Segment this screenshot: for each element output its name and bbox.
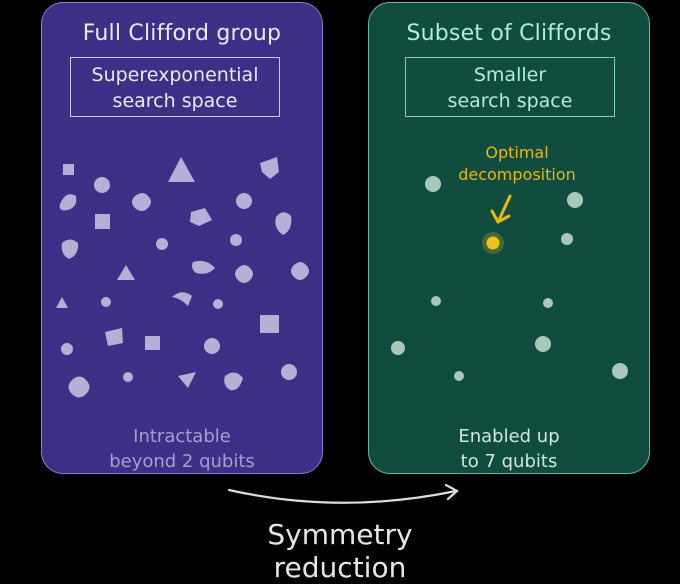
- triangle-shape: [56, 297, 68, 308]
- blob-shape: [61, 239, 79, 259]
- blob-shape: [260, 157, 279, 179]
- full-clifford-panel: Full Clifford group Superexponential sea…: [41, 2, 323, 474]
- footer-line-2: to 7 qubits: [460, 451, 558, 472]
- dot: [454, 371, 464, 381]
- circle-shape: [204, 338, 220, 354]
- clifford-element-shapes: [56, 157, 309, 398]
- circle-shape: [101, 297, 111, 307]
- search-space-box: Superexponential search space: [70, 57, 280, 117]
- blob-shape: [275, 212, 292, 235]
- box-line-1: Superexponential: [91, 64, 259, 86]
- circle-shape: [281, 364, 297, 380]
- optimal-point: [486, 236, 500, 250]
- dot: [425, 176, 441, 192]
- triangle-shape: [168, 157, 195, 182]
- blob-shape: [192, 260, 215, 274]
- dot: [567, 192, 583, 208]
- circle-shape: [236, 193, 252, 209]
- square-shape: [260, 315, 279, 333]
- panel-footer: Intractable beyond 2 qubits: [42, 424, 322, 474]
- circle-shape: [123, 372, 133, 382]
- symmetry-reduction-arrow: [227, 483, 459, 504]
- optimal-decomposition-label: Optimal decomposition: [452, 142, 582, 186]
- dot: [431, 296, 441, 306]
- annotation-line-1: Optimal: [485, 143, 549, 162]
- clover-shape: [132, 193, 151, 211]
- blob-shape: [190, 208, 212, 226]
- square-shape: [95, 214, 110, 229]
- blob-shape: [224, 372, 243, 391]
- triangle-shape: [117, 265, 135, 280]
- circle-shape: [213, 299, 223, 309]
- footer-line-1: Enabled up: [458, 426, 560, 447]
- triangle-shape: [178, 372, 196, 388]
- blob-shape: [172, 292, 192, 306]
- symmetry-reduction-label: Symmetry reduction: [0, 518, 680, 584]
- clover-shape: [235, 265, 253, 283]
- arrow-label-line-2: reduction: [273, 551, 407, 584]
- box-line-1: Smaller: [473, 64, 547, 86]
- blob-shape: [59, 194, 77, 211]
- square-shape: [145, 336, 160, 350]
- search-space-box: Smaller search space: [405, 57, 615, 117]
- circle-shape: [156, 238, 168, 250]
- subset-dots: [391, 176, 628, 381]
- panel-title: Subset of Cliffords: [406, 21, 612, 46]
- box-line-2: search space: [447, 90, 573, 112]
- dot: [561, 233, 573, 245]
- circle-shape: [230, 234, 242, 246]
- arrow-label-line-1: Symmetry: [267, 518, 413, 551]
- dot: [612, 363, 628, 379]
- clover-shape: [68, 376, 90, 398]
- footer-line-2: beyond 2 qubits: [109, 451, 255, 472]
- dot: [535, 336, 551, 352]
- dot: [391, 341, 405, 355]
- panel-footer: Enabled up to 7 qubits: [369, 424, 649, 474]
- circle-shape: [94, 177, 110, 193]
- blob-shape: [105, 328, 123, 346]
- clover-shape: [291, 262, 309, 280]
- square-shape: [63, 164, 74, 175]
- panel-title: Full Clifford group: [82, 21, 282, 46]
- box-line-2: search space: [112, 90, 238, 112]
- clifford-subset-panel: Subset of Cliffords Smaller search space…: [368, 2, 650, 474]
- circle-shape: [61, 343, 73, 355]
- annotation-line-2: decomposition: [458, 165, 576, 184]
- footer-line-1: Intractable: [133, 426, 231, 447]
- annotation-arrow: [490, 194, 512, 224]
- dot: [543, 298, 553, 308]
